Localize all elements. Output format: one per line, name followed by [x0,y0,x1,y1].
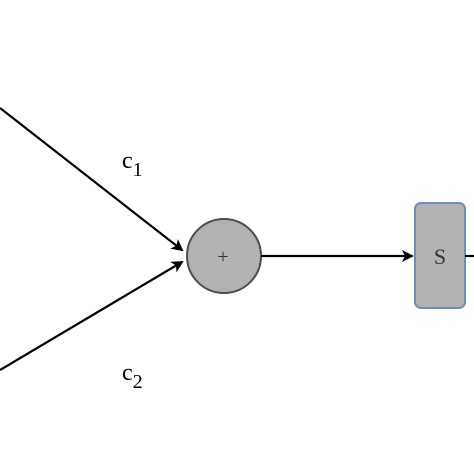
edge-input-1 [0,107,184,252]
edge-input-2 [0,260,184,371]
s-block-label: S [434,244,446,269]
edge-label-c2: c2 [122,360,143,393]
edge-label-c1-main: c [122,148,133,174]
edge-label-c1-sub: 1 [133,159,143,181]
edge-label-c2-sub: 2 [133,371,143,393]
edge-label-c1: c1 [122,148,143,181]
sum-node-symbol: + [217,246,228,268]
edge-label-c2-main: c [122,360,133,386]
